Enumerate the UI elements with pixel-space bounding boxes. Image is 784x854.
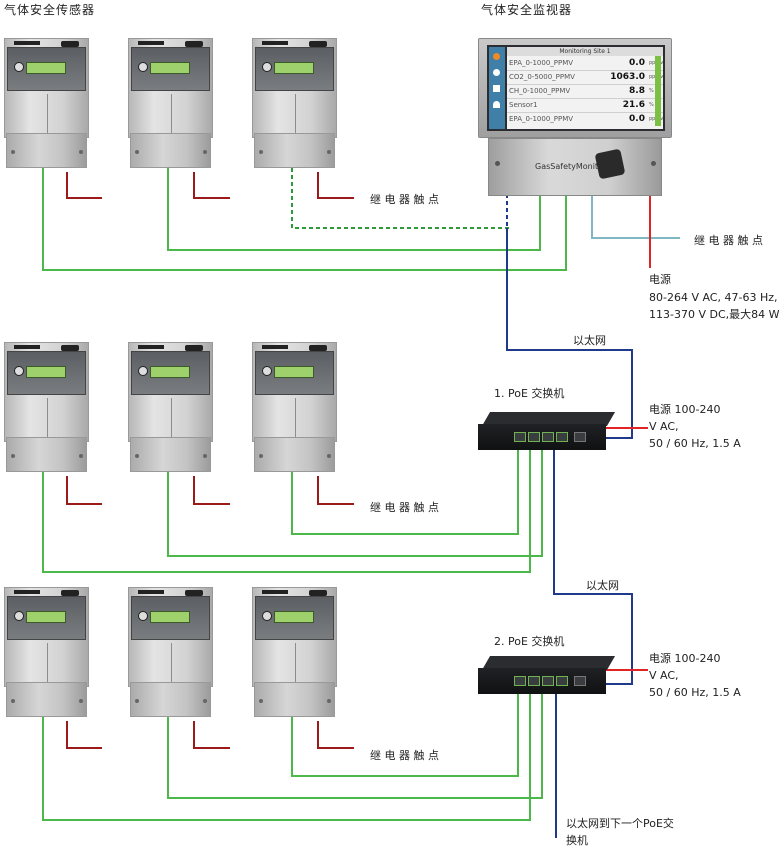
gas-sensor xyxy=(128,342,213,472)
switch-power-line: 电源 100-240 xyxy=(649,403,721,416)
ethernet-port[interactable] xyxy=(542,676,554,686)
lcd-display xyxy=(26,611,66,623)
lcd-display xyxy=(274,366,314,378)
green-wire xyxy=(167,168,541,251)
green-wire-dashed xyxy=(291,168,510,229)
lcd-display xyxy=(274,62,314,74)
switch-power-line: 50 / 60 Hz, 1.5 A xyxy=(649,437,741,450)
lcd-display xyxy=(150,366,190,378)
gas-safety-monitor: Monitoring Site 1 EPA_0-1000_PPMV0.0ppmv… xyxy=(478,38,672,198)
gas-sensor xyxy=(128,38,213,168)
ethernet-wire xyxy=(553,438,633,685)
brand-logo-icon xyxy=(309,345,327,351)
next-switch-label: 换机 xyxy=(566,834,588,847)
home-icon xyxy=(493,53,500,60)
uplink-port[interactable] xyxy=(574,432,586,442)
switch2-title: 2. PoE 交换机 xyxy=(494,635,565,648)
relay-contact-label: 继 电 器 触 点 xyxy=(370,193,439,206)
bell-icon xyxy=(493,85,500,92)
switch-power-line: V AC, xyxy=(649,420,679,433)
uplink-port[interactable] xyxy=(574,676,586,686)
next-switch-label: 以太网到下一个PoE交 xyxy=(566,817,674,830)
gear-icon xyxy=(493,69,500,76)
relay-wire xyxy=(193,476,230,505)
lcd-display xyxy=(150,611,190,623)
relay-contact-label: 继 电 器 触 点 xyxy=(370,749,439,762)
monitor-screen: Monitoring Site 1 EPA_0-1000_PPMV0.0ppmv… xyxy=(487,45,665,131)
brand-logo-icon xyxy=(61,41,79,47)
ethernet-port[interactable] xyxy=(556,432,568,442)
green-wire xyxy=(42,684,531,821)
ethernet-port[interactable] xyxy=(514,432,526,442)
ethernet-label: 以太网 xyxy=(586,579,619,592)
user-icon xyxy=(493,101,500,108)
relay-wire xyxy=(193,172,230,199)
monitor-sidebar xyxy=(489,47,505,129)
switch-power-line: V AC, xyxy=(649,669,679,682)
ethernet-wire xyxy=(506,228,633,439)
relay-wire xyxy=(66,172,102,199)
gas-sensor xyxy=(252,342,337,472)
ethernet-port[interactable] xyxy=(528,432,540,442)
poe-switch-2 xyxy=(478,656,616,696)
brand-logo-icon xyxy=(61,590,79,596)
ethernet-port[interactable] xyxy=(514,676,526,686)
status-bar xyxy=(655,56,661,126)
brand-logo-icon xyxy=(185,590,203,596)
gas-sensor xyxy=(128,587,213,717)
lcd-display xyxy=(150,62,190,74)
green-wire xyxy=(167,438,543,557)
power-spec-line: 80-264 V AC, 47-63 Hz, xyxy=(649,291,778,304)
relay-wire xyxy=(193,721,230,749)
brand-logo-icon xyxy=(185,41,203,47)
brand-text: GasSafetyMonitor xyxy=(535,162,607,171)
lcd-display xyxy=(26,62,66,74)
green-wire xyxy=(167,684,543,799)
brand-logo-icon xyxy=(594,148,626,180)
monitor-title: 气体安全监视器 xyxy=(481,3,573,17)
green-wire xyxy=(42,168,567,271)
switch-power-line: 电源 100-240 xyxy=(649,652,721,665)
relay-wire-teal xyxy=(591,192,680,239)
gas-sensor xyxy=(4,38,89,168)
power-title: 电源 xyxy=(649,273,671,286)
green-wire xyxy=(291,438,519,535)
gas-sensor xyxy=(4,342,89,472)
relay-wire xyxy=(66,721,102,749)
power-spec-line: 113-370 V DC,最大84 W xyxy=(649,308,780,321)
gas-sensor xyxy=(252,587,337,717)
poe-switch-1 xyxy=(478,412,616,452)
ethernet-label: 以太网 xyxy=(573,334,606,347)
brand-logo-icon xyxy=(309,590,327,596)
green-wire xyxy=(42,438,531,573)
relay-wire xyxy=(317,476,354,505)
relay-wire xyxy=(66,476,102,505)
relay-contact-label: 继 电 器 触 点 xyxy=(370,501,439,514)
switch-power-line: 50 / 60 Hz, 1.5 A xyxy=(649,686,741,699)
screen-title: Monitoring Site 1 xyxy=(507,47,663,56)
sensors-title: 气体安全传感器 xyxy=(4,3,96,17)
ethernet-port[interactable] xyxy=(556,676,568,686)
brand-logo-icon xyxy=(309,41,327,47)
gas-sensor xyxy=(252,38,337,168)
switch1-title: 1. PoE 交换机 xyxy=(494,387,565,400)
green-wire xyxy=(291,684,519,777)
gas-sensor xyxy=(4,587,89,717)
lcd-display xyxy=(274,611,314,623)
relay-contact-label: 继 电 器 触 点 xyxy=(694,234,763,247)
ethernet-port[interactable] xyxy=(528,676,540,686)
relay-wire xyxy=(317,721,354,749)
brand-logo-icon xyxy=(185,345,203,351)
brand-logo-icon xyxy=(61,345,79,351)
ethernet-port[interactable] xyxy=(542,432,554,442)
lcd-display xyxy=(26,366,66,378)
relay-wire xyxy=(317,172,354,199)
